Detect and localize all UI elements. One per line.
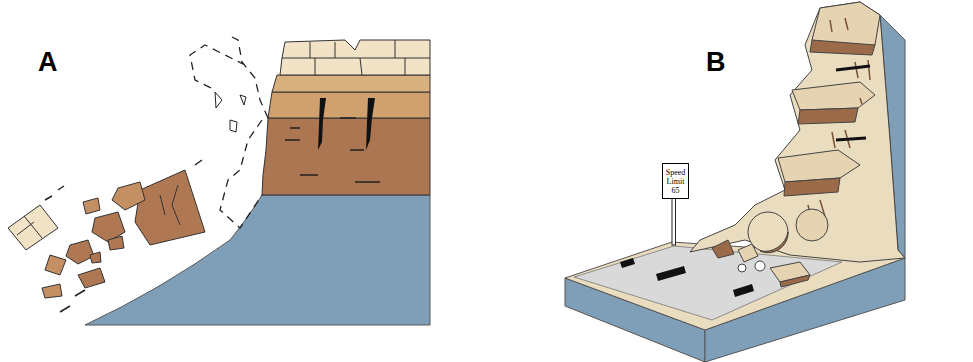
sign-post: [672, 197, 676, 245]
speed-limit-sign: Speed Limit 65: [662, 163, 689, 199]
ledge-face: [810, 40, 875, 55]
rockslide-road: [565, 2, 905, 362]
rock-texture: [808, 18, 870, 222]
crack: [366, 98, 375, 150]
rock-fragment: [112, 182, 145, 210]
rock-fragment: [66, 240, 94, 264]
cap-rock-fragment: [8, 205, 58, 250]
cap-rock-joints: [282, 40, 430, 75]
road-surface: [574, 246, 842, 320]
bedding-marks: [285, 118, 380, 182]
falling-fragments: [215, 92, 246, 132]
panel-letter: B: [706, 47, 726, 77]
pebble: [738, 264, 746, 272]
rockfall-cliff: [8, 35, 430, 325]
cap-rock-layer: [280, 40, 430, 75]
rock-ledge: [792, 82, 875, 110]
rock-fragment: [45, 255, 66, 275]
rock-fragment: [83, 198, 100, 214]
ledge-face: [798, 108, 858, 124]
middle-rock-layer: [268, 92, 430, 118]
fallen-block: [135, 170, 205, 245]
ledge-face: [784, 178, 840, 196]
motion-dashes: [45, 160, 202, 312]
crack: [318, 98, 326, 150]
former-rock-outline: [190, 35, 268, 228]
rock-fragment: [780, 275, 810, 287]
boulder: [748, 212, 788, 252]
rock-fragment: [712, 240, 734, 258]
fragment-joints: [17, 216, 42, 238]
rock-fragment: [90, 236, 124, 263]
panel-letter: A: [38, 47, 58, 77]
rock-fragment: [42, 284, 62, 298]
pebble: [755, 261, 765, 271]
rock-ledge: [778, 150, 860, 182]
hillside: [690, 2, 905, 262]
dark-rock-layer: [262, 118, 430, 195]
rock-fragment: [738, 244, 758, 262]
block-cracks: [160, 185, 180, 225]
boulder: [796, 209, 828, 241]
road-dashes: [620, 258, 754, 297]
boulder-shade: [760, 232, 788, 253]
sign-text: Speed Limit 65: [665, 168, 687, 195]
thin-rock-layer: [272, 75, 430, 92]
rock-fragment: [78, 268, 105, 288]
ledge-shadow: [836, 66, 870, 140]
